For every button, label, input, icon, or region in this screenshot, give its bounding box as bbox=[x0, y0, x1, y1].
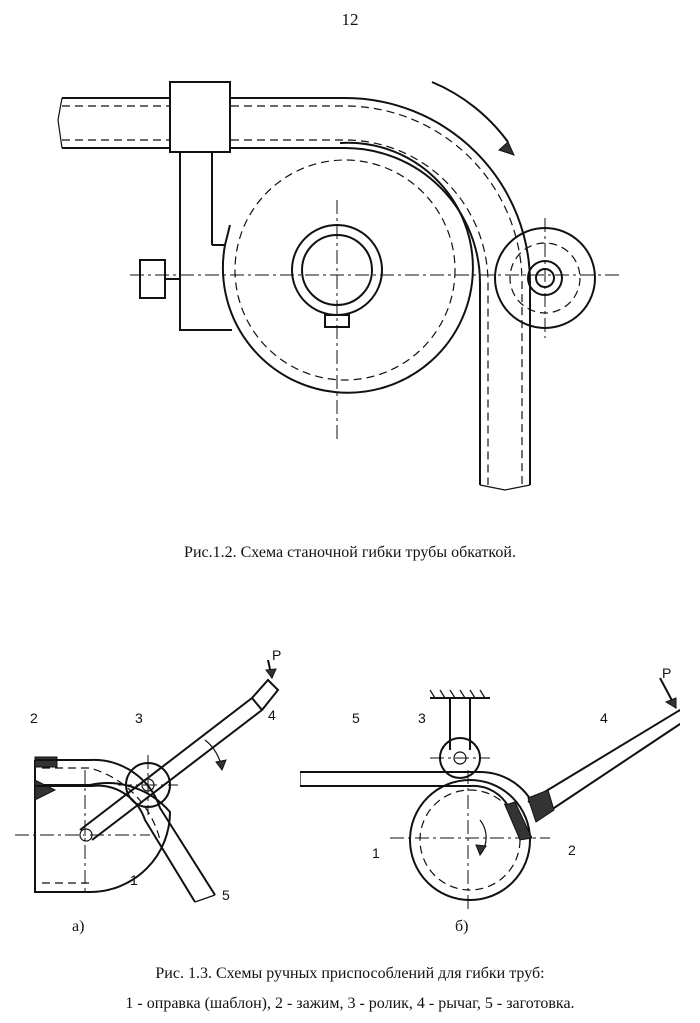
clamp-b bbox=[504, 801, 533, 841]
figure-1-2-diagram bbox=[57, 81, 620, 491]
label-a-2: 2 bbox=[30, 710, 38, 726]
pipe-outer-wall bbox=[62, 97, 531, 485]
subfigure-b-label: б) bbox=[455, 918, 469, 935]
mandrel-b bbox=[409, 779, 531, 901]
label-b-5: 5 bbox=[352, 710, 360, 726]
label-b-4: 4 bbox=[600, 710, 608, 726]
blank-b-bottom bbox=[300, 784, 511, 811]
figure-1-3-legend: 1 - оправка (шаблон), 2 - зажим, 3 - рол… bbox=[125, 995, 575, 1012]
label-a-p: P bbox=[272, 647, 281, 663]
figure-1-3-caption: Рис. 1.3. Схемы ручных приспособлений дл… bbox=[155, 965, 545, 982]
label-a-3: 3 bbox=[135, 710, 143, 726]
label-a-1: 1 bbox=[130, 872, 138, 888]
figure-1-2-caption: Рис.1.2. Схема станочной гибки трубы обк… bbox=[184, 544, 516, 561]
label-b-1: 1 bbox=[372, 845, 380, 861]
label-b-p: P bbox=[662, 665, 671, 681]
blank-b-top bbox=[300, 770, 533, 803]
mandrel-a bbox=[34, 760, 172, 893]
blank-a-outer bbox=[35, 758, 216, 896]
rotation-arrow bbox=[431, 81, 509, 143]
label-b-2: 2 bbox=[568, 842, 576, 858]
clamp-screw-head bbox=[139, 259, 166, 299]
label-b-3: 3 bbox=[418, 710, 426, 726]
subfigure-a-label: а) bbox=[72, 918, 85, 935]
lever-a bbox=[79, 696, 264, 841]
blank-a-inner bbox=[35, 784, 196, 903]
clamp-block bbox=[179, 152, 232, 331]
figure-1-3a-diagram: P 2 3 4 1 5 bbox=[15, 647, 281, 903]
pipe-inner-wall bbox=[62, 147, 481, 485]
figure-1-3b-diagram: P 5 3 4 1 2 bbox=[300, 665, 680, 910]
label-a-4: 4 bbox=[268, 707, 276, 723]
bending-mandrel bbox=[221, 141, 474, 394]
clamp-a bbox=[34, 756, 58, 768]
clamp-block-top bbox=[169, 81, 231, 153]
lever-b bbox=[527, 708, 680, 821]
label-a-5: 5 bbox=[222, 887, 230, 903]
page-number: 12 bbox=[341, 10, 359, 29]
